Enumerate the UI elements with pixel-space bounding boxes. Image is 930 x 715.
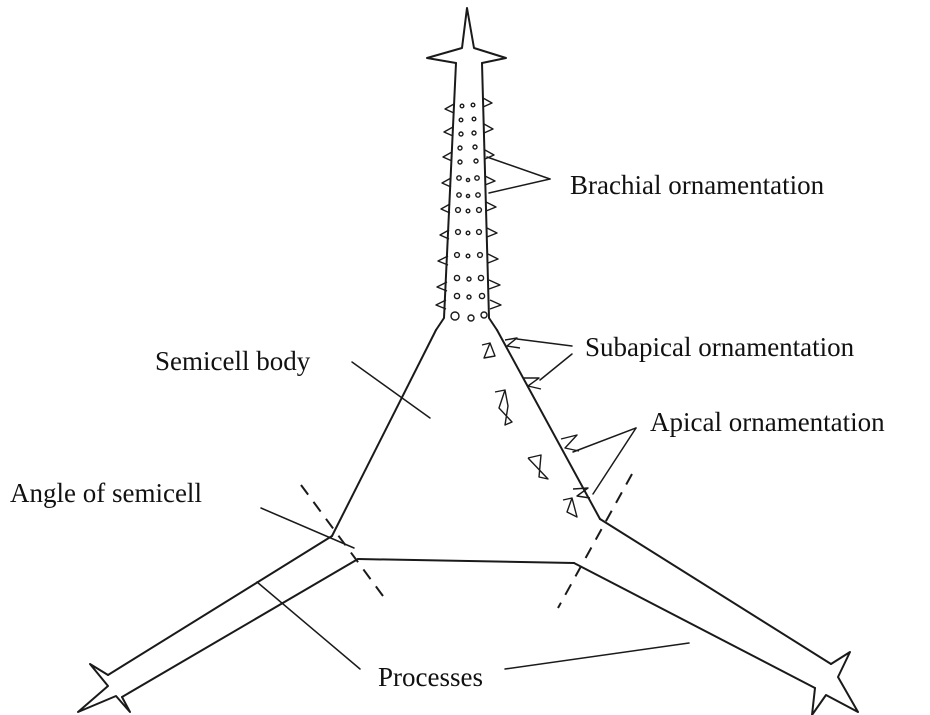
left-process-tip	[78, 664, 130, 712]
left-process	[78, 536, 358, 712]
brachial-spine	[484, 124, 493, 133]
brachial-spine	[445, 104, 454, 113]
brachial-granules	[451, 103, 487, 321]
semicell-body-leader	[352, 362, 430, 418]
left-process-upper-wall	[108, 536, 332, 675]
processes-leader	[257, 582, 360, 669]
brachial-ornamentation-label: Brachial ornamentation	[570, 170, 825, 200]
semicell-body-label: Semicell body	[155, 346, 311, 376]
angle-boundaries	[301, 474, 632, 608]
angle-of-semicell-label: Angle of semicell	[10, 478, 202, 508]
subapical-ornamentation-label: Subapical ornamentation	[585, 332, 855, 362]
apical-ornamentation	[528, 435, 590, 517]
subapical-ornamentation	[482, 338, 541, 425]
brachial-leader	[489, 179, 550, 193]
apical-leader	[573, 428, 636, 452]
brachial-spine	[444, 127, 453, 136]
brachial-spine	[483, 98, 492, 107]
subapical-ornament	[495, 390, 512, 425]
top-process-tip	[427, 8, 506, 63]
apical-ornament	[561, 435, 579, 451]
left-process-lower-wall	[122, 559, 358, 697]
apical-leader	[593, 428, 636, 494]
apical-ornamentation-label: Apical ornamentation	[650, 407, 885, 437]
body-left-side	[332, 330, 436, 536]
right-process-lower-wall	[574, 563, 815, 688]
subapical-leader	[540, 354, 572, 380]
body-base	[358, 559, 574, 563]
right-process-tip	[812, 652, 858, 715]
right-process	[574, 519, 858, 715]
brachial-leader	[487, 157, 550, 179]
left-angle-boundary	[301, 485, 383, 596]
leader-lines	[257, 157, 689, 669]
subapical-ornament	[482, 343, 495, 358]
semicell-body	[332, 330, 600, 563]
top-process-right-wall	[482, 63, 497, 330]
subapical-leader	[517, 339, 572, 346]
brachial-spine	[485, 176, 495, 185]
brachial-spine	[489, 280, 500, 289]
apical-ornament	[563, 498, 577, 517]
right-process-upper-wall	[600, 519, 831, 664]
apical-ornament	[528, 455, 548, 479]
processes-leader	[505, 643, 689, 669]
brachial-spine	[487, 228, 497, 237]
processes-label: Processes	[378, 662, 483, 692]
brachial-spine	[488, 254, 498, 263]
angle-leader	[261, 508, 354, 548]
brachial-spine	[490, 300, 501, 309]
brachial-spine	[486, 202, 496, 211]
